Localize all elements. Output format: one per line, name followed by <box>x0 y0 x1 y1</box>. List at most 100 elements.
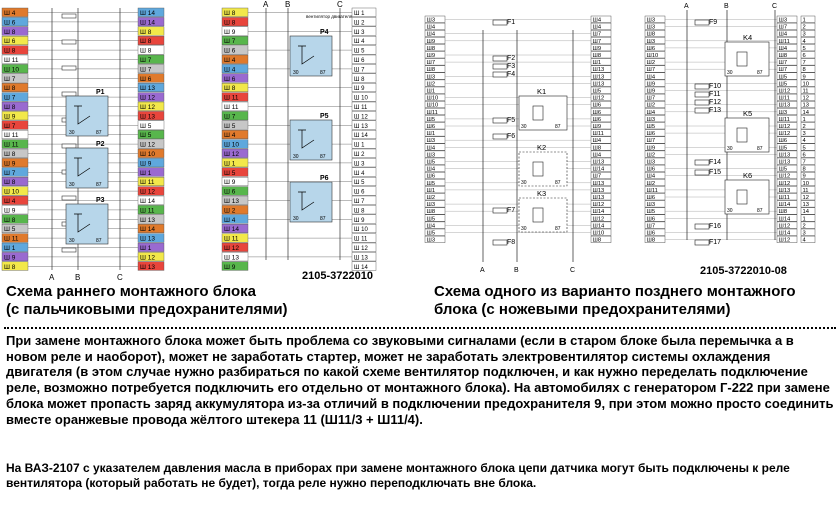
late-right-b-pin-label: Ш5 <box>779 74 788 80</box>
late-right-a-pin-cell <box>590 129 612 137</box>
late-right-a-pin-label: Ш4 <box>593 18 602 24</box>
late-fuse-label: F10 <box>709 83 721 90</box>
late-right-b-pin-cell <box>776 37 798 44</box>
early-right-pin-label: Ш 10 <box>140 151 155 158</box>
late-block-diagram: Ш3Ш4Ш4Ш9Ш8Ш9Ш7Ш8Ш3Ш2Ш1Ш10Ш10Ш11Ш5Ш6Ш1Ш3Ш… <box>424 3 816 272</box>
late-fuse <box>694 169 710 176</box>
late-right-a-pin-label: Ш8 <box>593 145 602 151</box>
late-fuse <box>492 19 508 26</box>
early-middle-pin-cell <box>221 205 249 215</box>
late-left-a-pin-cell <box>424 235 446 243</box>
early-left-pin-label: Ш 9 <box>4 113 16 120</box>
late-right-b-pin-cell <box>776 122 798 130</box>
early-far-pin-label: Ш 10 <box>354 227 369 233</box>
late-left-a-pin-cell <box>424 22 446 30</box>
late-left-a-pin-label: Ш4 <box>427 223 436 229</box>
late-right-a-pin-cell <box>590 108 612 116</box>
early-right-pin-label: Ш 14 <box>140 10 155 17</box>
late-fuse <box>694 91 710 98</box>
early-left-pin-label: Ш 4 <box>4 10 16 17</box>
early-far-pin-label: Ш 3 <box>354 161 365 167</box>
early-block-diagram: Ш 4Ш 6Ш 8Ш 6Ш 8Ш 11Ш 10Ш 7Ш 8Ш 7Ш 8Ш 9Ш … <box>1 0 377 282</box>
late-right-b-pin-label: Ш11 <box>779 117 790 123</box>
late-right-a-pin-label: Ш12 <box>593 202 605 208</box>
early-middle-pin-cell <box>221 186 249 196</box>
early-relay-pin: 30 <box>69 130 75 136</box>
late-fuse-label: F1 <box>507 19 515 26</box>
late-right-b-pin-label: Ш12 <box>779 223 791 229</box>
early-fuse <box>61 39 77 45</box>
late-relay-coil <box>532 207 544 223</box>
late-right-a-pin-label: Ш7 <box>593 32 602 38</box>
late-fuse-label: F6 <box>507 133 515 140</box>
early-relay-label: P5 <box>320 113 329 120</box>
late-far-pin-cell <box>800 22 816 30</box>
late-right-b-pin-label: Ш12 <box>779 181 791 187</box>
late-left-a-pin-cell <box>424 30 446 37</box>
early-fuse <box>61 65 77 71</box>
late-relay-coil <box>736 189 748 205</box>
late-fuse <box>492 63 508 70</box>
early-far-pin-label: Ш 13 <box>354 255 369 261</box>
late-left-a-pin-cell <box>424 51 446 59</box>
early-right-pin-label: Ш 5 <box>140 123 152 130</box>
early-right-pin-label: Ш 7 <box>140 66 152 73</box>
early-middle-pin-cell <box>221 167 249 177</box>
early-relay-label: P1 <box>96 89 105 96</box>
late-left-a-pin-cell <box>424 164 446 172</box>
late-right-a-pin-label: Ш6 <box>593 103 602 109</box>
early-relay-pin: 30 <box>69 238 75 244</box>
early-far-pin-cell <box>351 129 377 139</box>
early-middle-pin-label: Ш 11 <box>224 236 239 243</box>
relay-p4-note: вентилятор двигателя <box>306 14 353 19</box>
early-middle-pin-label: Ш 7 <box>224 113 236 120</box>
late-far-pin-label: 13 <box>803 103 809 109</box>
late-fuse <box>694 19 710 26</box>
late-right-a-pin-label: Ш13 <box>593 160 605 166</box>
late-relay-pin: 87 <box>757 146 763 152</box>
early-far-pin-label: Ш 3 <box>354 30 365 36</box>
early-middle-pin-cell <box>221 36 249 46</box>
early-relay-box <box>289 35 333 77</box>
late-far-pin-label: 2 <box>803 223 806 229</box>
late-left-a-pin-cell <box>424 228 446 236</box>
early-relay-pin: 87 <box>96 238 102 244</box>
early-relay-box <box>65 147 109 189</box>
late-relay-coil <box>532 105 544 121</box>
late-far-pin-cell <box>800 207 816 215</box>
late-right-a-pin-cell <box>590 193 612 201</box>
early-far-pin-label: Ш 4 <box>354 39 365 45</box>
late-right-a-pin-label: Ш11 <box>593 131 604 137</box>
late-right-a-pin-label: Ш6 <box>593 110 602 116</box>
early-far-pin-label: Ш 2 <box>354 152 365 158</box>
late-left-b-pin-cell <box>644 65 666 73</box>
late-left-a-pin-cell <box>424 179 446 187</box>
late-right-b-pin-cell <box>776 207 798 215</box>
early-right-pin-label: Ш 8 <box>140 29 152 36</box>
early-relay-switch <box>74 157 91 177</box>
late-right-a-pin-label: Ш13 <box>593 74 605 80</box>
late-left-a-pin-cell <box>424 193 446 201</box>
late-right-b-pin-cell <box>776 129 798 137</box>
late-far-pin-cell <box>800 115 816 123</box>
late-right-b-pin-cell <box>776 164 798 172</box>
late-fuse-label: F15 <box>709 169 721 176</box>
late-left-a-pin-cell <box>424 221 446 229</box>
late-left-a-pin-cell <box>424 108 446 116</box>
early-middle-pin-cell <box>221 54 249 64</box>
late-left-b-pin-cell <box>644 72 666 80</box>
late-right-b-pin-cell <box>776 193 798 201</box>
late-far-pin-label: 3 <box>803 131 806 137</box>
late-right-a-pin-label: Ш4 <box>593 152 602 158</box>
late-far-pin-cell <box>800 228 816 236</box>
early-relay-pin: 87 <box>320 216 326 222</box>
late-left-a-pin-cell <box>424 72 446 80</box>
early-far-pin-label: Ш 14 <box>354 265 369 271</box>
late-right-b-pin-cell <box>776 171 798 179</box>
late-left-a-pin-cell <box>424 200 446 208</box>
early-bus-label: C <box>117 273 123 282</box>
early-left-pin-label: Ш 9 <box>4 207 16 214</box>
late-left-a-pin-cell <box>424 79 446 87</box>
late-right-b-pin-label: Ш3 <box>779 18 788 24</box>
late-left-a-pin-cell <box>424 129 446 137</box>
